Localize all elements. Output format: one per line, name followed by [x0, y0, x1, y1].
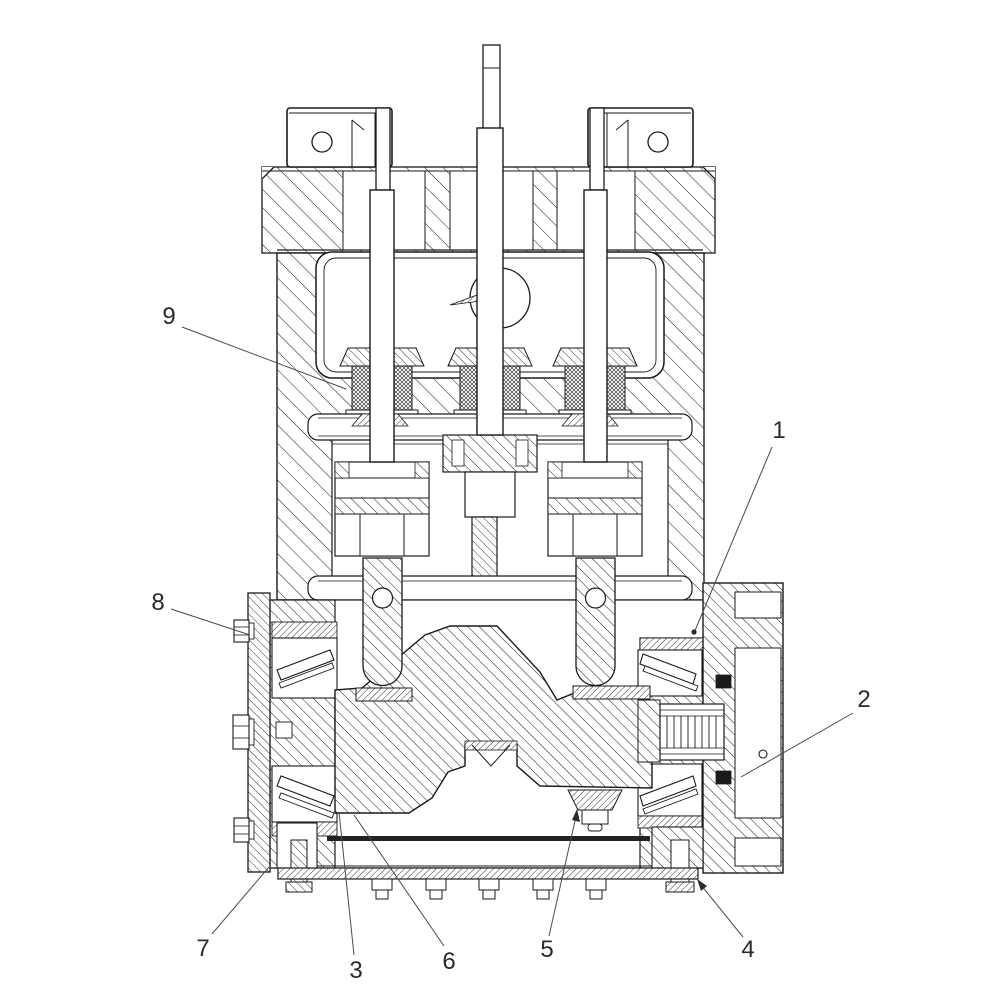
callout-6: 6: [442, 948, 455, 975]
wrist-pin-left: [371, 587, 394, 609]
leader-line-4: [700, 884, 744, 938]
connecting-rods: [362, 557, 616, 687]
crankcase: [232, 582, 784, 900]
callout-3: 3: [349, 957, 362, 984]
callout-4: 4: [741, 936, 754, 963]
base-bolts: [371, 878, 607, 900]
plunger-center: [476, 44, 504, 436]
rod-seat-right: [572, 685, 651, 700]
base-plate: [277, 867, 699, 880]
bearing-left-upper: [271, 621, 338, 699]
bracket-left: [286, 107, 393, 168]
connecting-rod-right: [575, 557, 616, 687]
sump-bolt: [567, 789, 623, 832]
crosshead-right: [547, 461, 643, 557]
carrier-hole: [758, 749, 768, 759]
leader-line-6: [353, 814, 445, 947]
leader-line-9: [181, 326, 347, 390]
callout-1: 1: [772, 417, 785, 444]
bracket-hole-right: [647, 131, 669, 153]
top-brackets: [286, 107, 694, 168]
plunger-right: [583, 107, 608, 463]
connecting-rod-left: [362, 557, 403, 687]
bracket-hole-left: [311, 131, 333, 153]
oil-level-line: [327, 836, 650, 841]
bracket-right: [587, 107, 694, 168]
leader-arrow-5: [572, 809, 580, 822]
callout-8: 8: [151, 589, 164, 616]
callouts: 9 1 8 2 7 3 6 5 4: [151, 303, 870, 984]
shaft-seal-upper: [715, 674, 732, 689]
leader-line-8: [170, 608, 251, 636]
cover-bolt-middle: [232, 714, 255, 750]
callout-5: 5: [540, 936, 553, 963]
wrist-pin-right: [584, 587, 607, 609]
crosshead-center: [442, 434, 538, 630]
leader-line-2: [740, 712, 854, 778]
crosshead-left: [334, 461, 430, 557]
rod-seat-left: [355, 687, 413, 702]
plunger-rods: [369, 44, 608, 463]
leader-arrow-4: [697, 879, 707, 891]
leader-dot-1: [691, 629, 697, 635]
leader-line-3: [338, 811, 355, 956]
splined-shaft: [637, 699, 725, 763]
callout-7: 7: [196, 935, 209, 962]
leader-line-1: [693, 446, 773, 634]
plunger-left: [369, 107, 395, 463]
crossheads: [334, 434, 643, 630]
cover-bolt-top: [233, 619, 255, 643]
shaft-seal-lower: [715, 770, 732, 785]
crankshaft-web: [334, 625, 653, 814]
leader-line-5: [548, 811, 578, 937]
callout-2: 2: [857, 686, 870, 713]
callout-9: 9: [162, 303, 175, 330]
leader-line-7: [211, 866, 270, 935]
cover-bolt-bottom: [233, 817, 255, 843]
